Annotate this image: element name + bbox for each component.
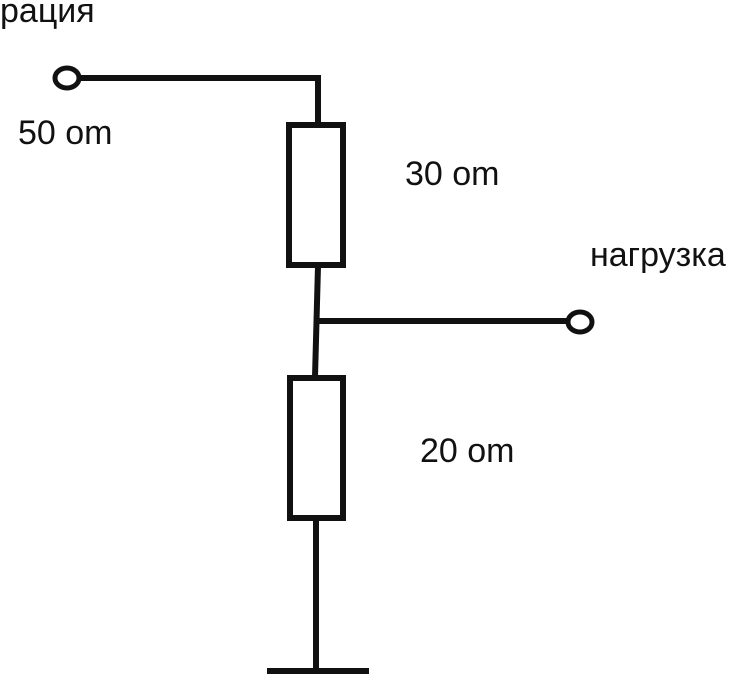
output-terminal xyxy=(565,309,595,335)
load-label: нагрузка xyxy=(590,236,726,274)
source-label: рация xyxy=(0,0,95,30)
resistor-2-label: 20 om xyxy=(420,432,515,470)
resistor-1-label: 30 om xyxy=(405,155,500,193)
resistor-20-om xyxy=(287,375,346,521)
input-terminal xyxy=(52,65,82,91)
source-impedance-label: 50 om xyxy=(18,114,113,152)
resistor-30-om xyxy=(286,122,346,268)
